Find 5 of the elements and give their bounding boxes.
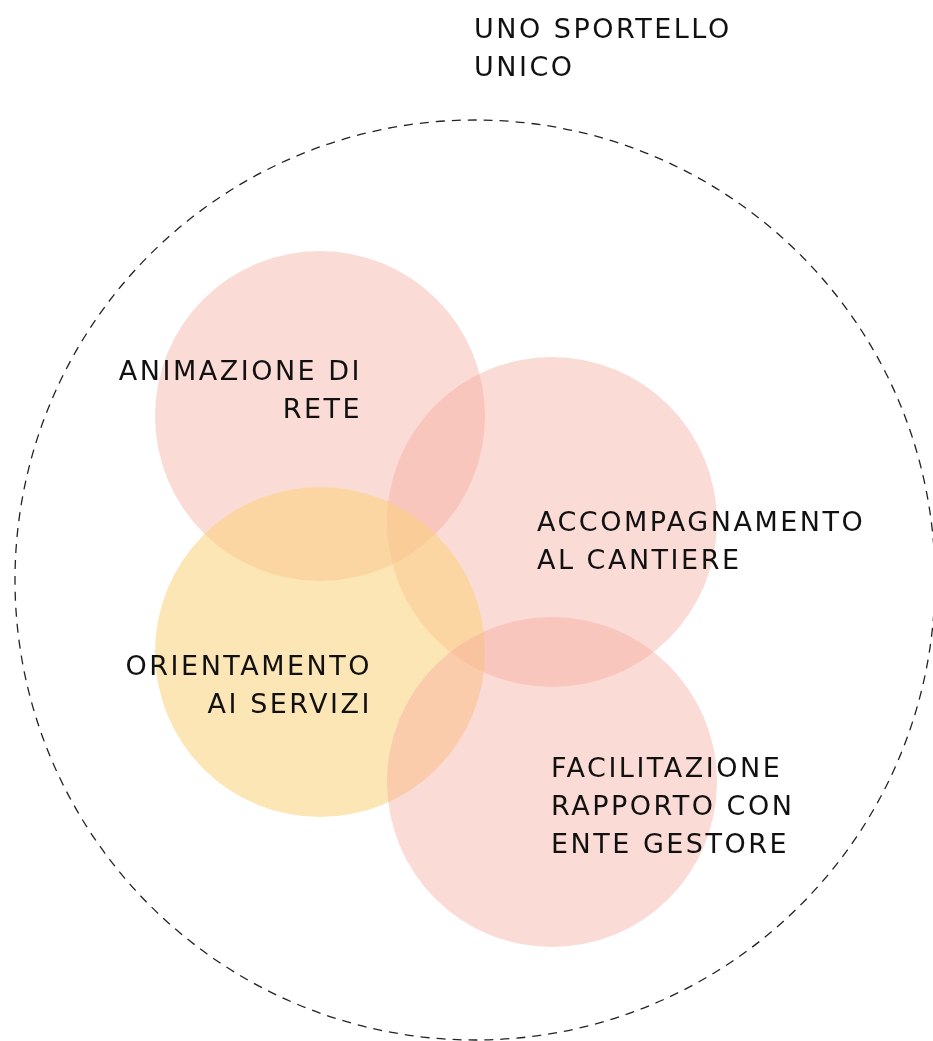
circle-label: ANIMAZIONE DI RETE bbox=[117, 354, 362, 426]
title: UNO SPORTELLO UNICO bbox=[474, 12, 733, 84]
circle-label: ORIENTAMENTO AI SERVIZI bbox=[124, 649, 372, 721]
circle-label: ACCOMPAGNAMENTO AL CANTIERE bbox=[537, 505, 867, 577]
circle-label: FACILITAZIONE RAPPORTO CON ENTE GESTORE bbox=[551, 751, 796, 861]
